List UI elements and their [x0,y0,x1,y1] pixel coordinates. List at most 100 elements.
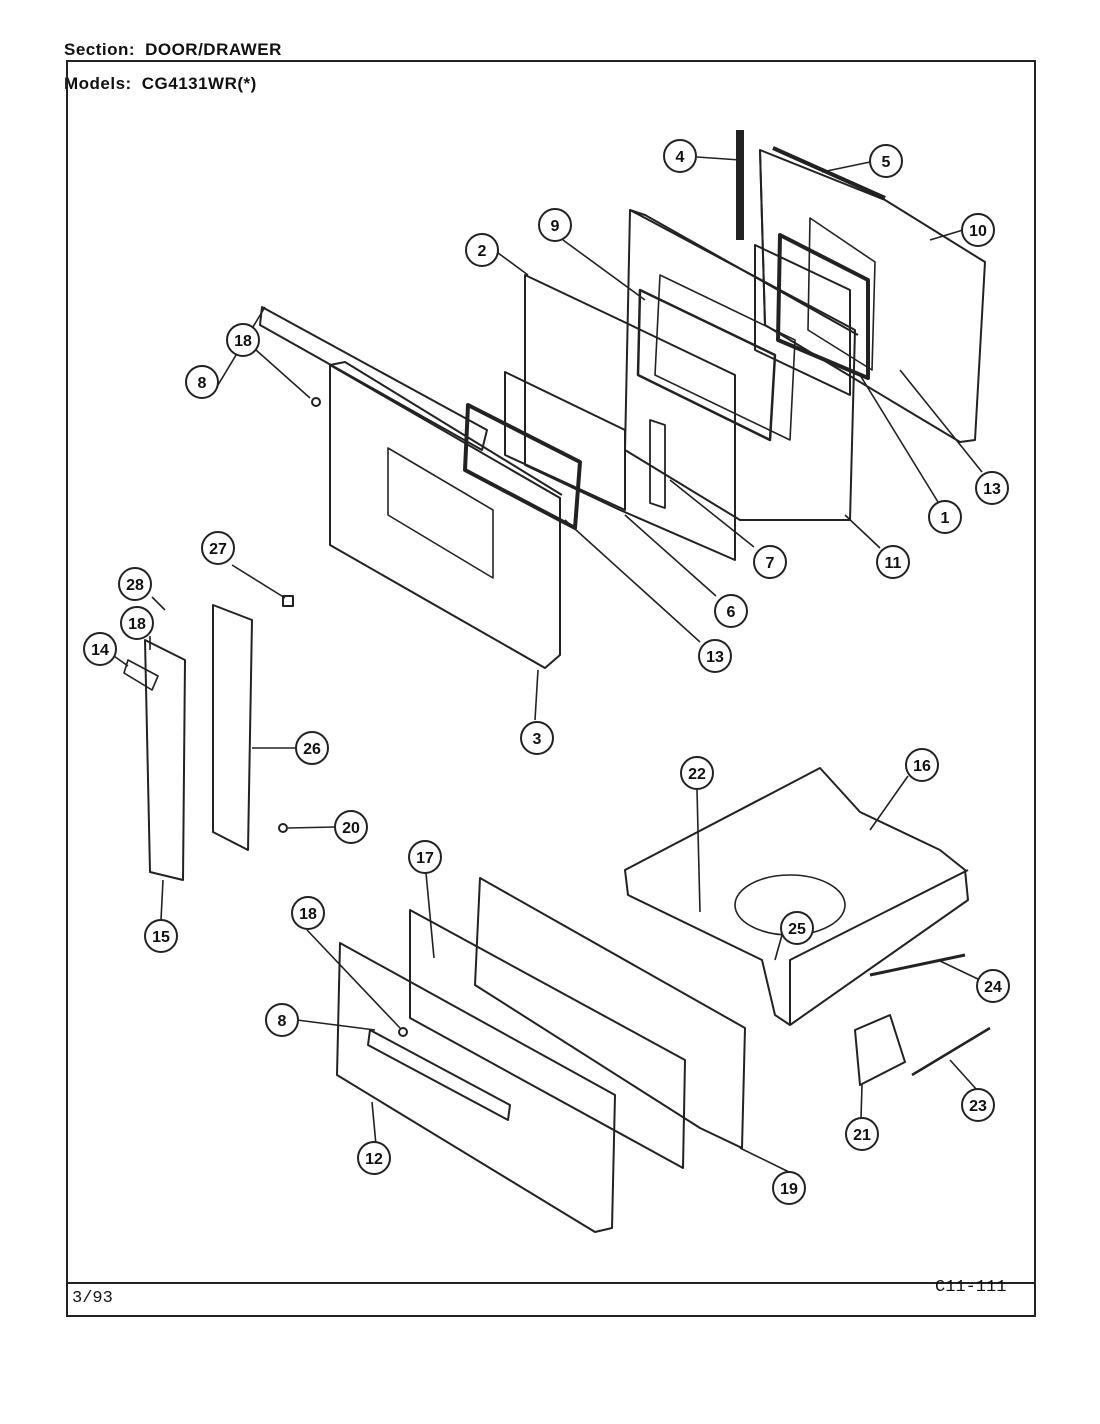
callout-circle [118,567,152,601]
callout-circle [869,144,903,178]
drawer-rod [911,1026,991,1077]
callout-number: 15 [152,929,170,946]
diagram-frame [66,60,1036,1317]
callout-circle [876,545,910,579]
outer-door [329,361,563,669]
callout-10: 10 [961,213,995,247]
callout-number: 8 [198,375,207,392]
callout-18: 18 [291,896,325,930]
callout-circle [961,213,995,247]
callout-1: 1 [928,500,962,534]
callout-circle [714,594,748,628]
callout-5: 5 [869,144,903,178]
models-value: CG4131WR(*) [141,74,257,93]
callout-number: 13 [983,481,1001,498]
callout-circle [905,748,939,782]
callout-circle [780,911,814,945]
callout-circle [520,721,554,755]
callout-number: 23 [969,1098,987,1115]
callout-circle [295,731,329,765]
callout-9: 9 [538,208,572,242]
callout-8: 8 [265,1003,299,1037]
callout-number: 5 [882,154,891,171]
section-label: Section: [64,40,136,59]
callout-circle [961,1088,995,1122]
callout-number: 11 [885,555,902,572]
callout-20: 20 [334,810,368,844]
callout-number: 9 [551,218,560,235]
callout-number: 25 [788,921,806,938]
callout-circle [185,365,219,399]
hinge-bracket [649,419,666,509]
callout-28: 28 [118,567,152,601]
drawer-body [624,767,969,1026]
callout-circle [408,840,442,874]
callout-8: 8 [185,365,219,399]
callout-3: 3 [520,721,554,755]
footer-divider [66,1282,1034,1284]
callout-circle [975,471,1009,505]
clip-27 [282,595,294,607]
callout-number: 8 [278,1013,287,1030]
callout-circle [83,632,117,666]
window-frame [636,288,777,442]
callout-7: 7 [753,545,787,579]
side-trim-15 [123,639,186,881]
drawer-front [336,942,616,1233]
slide-rail [869,953,966,977]
callout-27: 27 [201,531,235,565]
drawer-insert-panel [409,909,686,1169]
callout-circle [698,639,732,673]
callout-number: 14 [91,642,109,659]
callout-circle [976,969,1010,1003]
models-label: Models: [64,74,132,93]
door-handle-upper [259,306,488,451]
section-header: Section:DOOR/DRAWER [64,40,282,60]
callout-number: 13 [706,649,724,666]
callout-number: 4 [676,149,685,166]
callout-25: 25 [780,911,814,945]
drawer-handle-lower [367,1029,511,1121]
callout-17: 17 [408,840,442,874]
callout-12: 12 [357,1141,391,1175]
callout-circle [928,500,962,534]
callout-circle [144,919,178,953]
callout-13: 13 [975,471,1009,505]
screw-18-upper [311,397,321,407]
drawer-bracket [854,1014,906,1086]
callout-23: 23 [961,1088,995,1122]
footer-date: 3/93 [72,1289,113,1308]
inner-gasket-upper [776,233,870,380]
callout-number: 18 [299,906,317,923]
callout-number: 18 [234,333,252,350]
callout-22: 22 [680,756,714,790]
vertical-gasket-strip [736,130,744,240]
callout-number: 20 [342,820,360,837]
footer-code: C11-111 [935,1278,1007,1297]
callout-number: 2 [478,243,487,260]
callout-number: 1 [941,510,950,527]
callout-number: 27 [209,541,227,558]
callout-number: 16 [913,758,931,775]
callout-number: 18 [128,616,146,633]
drawer-back-panel [474,877,746,1149]
callout-18: 18 [226,323,260,357]
callout-number: 22 [688,766,706,783]
callout-13: 13 [698,639,732,673]
callout-21: 21 [845,1117,879,1151]
callout-number: 19 [780,1181,798,1198]
callout-circle [357,1141,391,1175]
models-header: Models: CG4131WR(*) [64,74,257,94]
door-gasket-lower [463,403,582,530]
callout-circle [753,545,787,579]
callout-number: 10 [969,223,987,240]
callout-6: 6 [714,594,748,628]
inner-door-panel [624,209,859,521]
callout-circle [663,139,697,173]
callout-number: 6 [727,604,736,621]
callout-circle [845,1117,879,1151]
callout-circle [265,1003,299,1037]
callout-circle [334,810,368,844]
callout-circle [291,896,325,930]
